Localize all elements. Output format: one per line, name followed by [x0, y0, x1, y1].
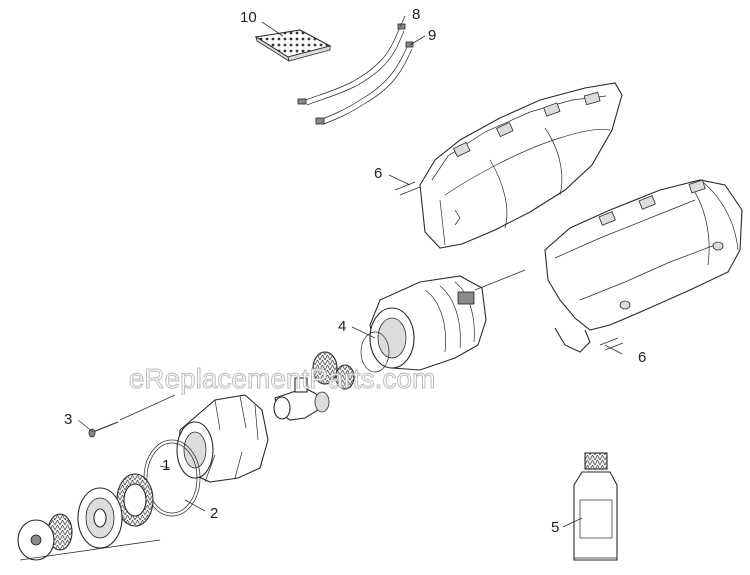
- part-5-oil-bottle[interactable]: [573, 452, 618, 561]
- callout-4: 4: [338, 318, 346, 335]
- callout-6-lower: 6: [638, 349, 646, 366]
- armature-gear[interactable]: [312, 351, 355, 390]
- part-8-9-cables[interactable]: [297, 23, 414, 125]
- callout-2: 2: [210, 505, 218, 522]
- callout-8: 8: [412, 6, 420, 23]
- part-6-lower-housing[interactable]: [544, 179, 743, 353]
- part-2-pump-housing[interactable]: [176, 394, 269, 483]
- part-6-upper-housing[interactable]: [419, 82, 623, 249]
- callout-9: 9: [428, 27, 436, 44]
- callout-3: 3: [64, 411, 72, 428]
- part-10-filter-mat[interactable]: [254, 29, 332, 62]
- part-4-motor[interactable]: [360, 275, 487, 373]
- callout-5: 5: [551, 519, 559, 536]
- callout-1: 1: [162, 457, 170, 474]
- callout-6-upper: 6: [374, 165, 382, 182]
- part-3-screw[interactable]: [88, 421, 119, 438]
- t-fitting[interactable]: [273, 377, 330, 421]
- watermark-text: eReplacementParts.com: [129, 363, 436, 394]
- callout-10: 10: [240, 9, 257, 26]
- part-1-impeller-set[interactable]: [17, 473, 154, 561]
- leader-lines: [19, 15, 624, 561]
